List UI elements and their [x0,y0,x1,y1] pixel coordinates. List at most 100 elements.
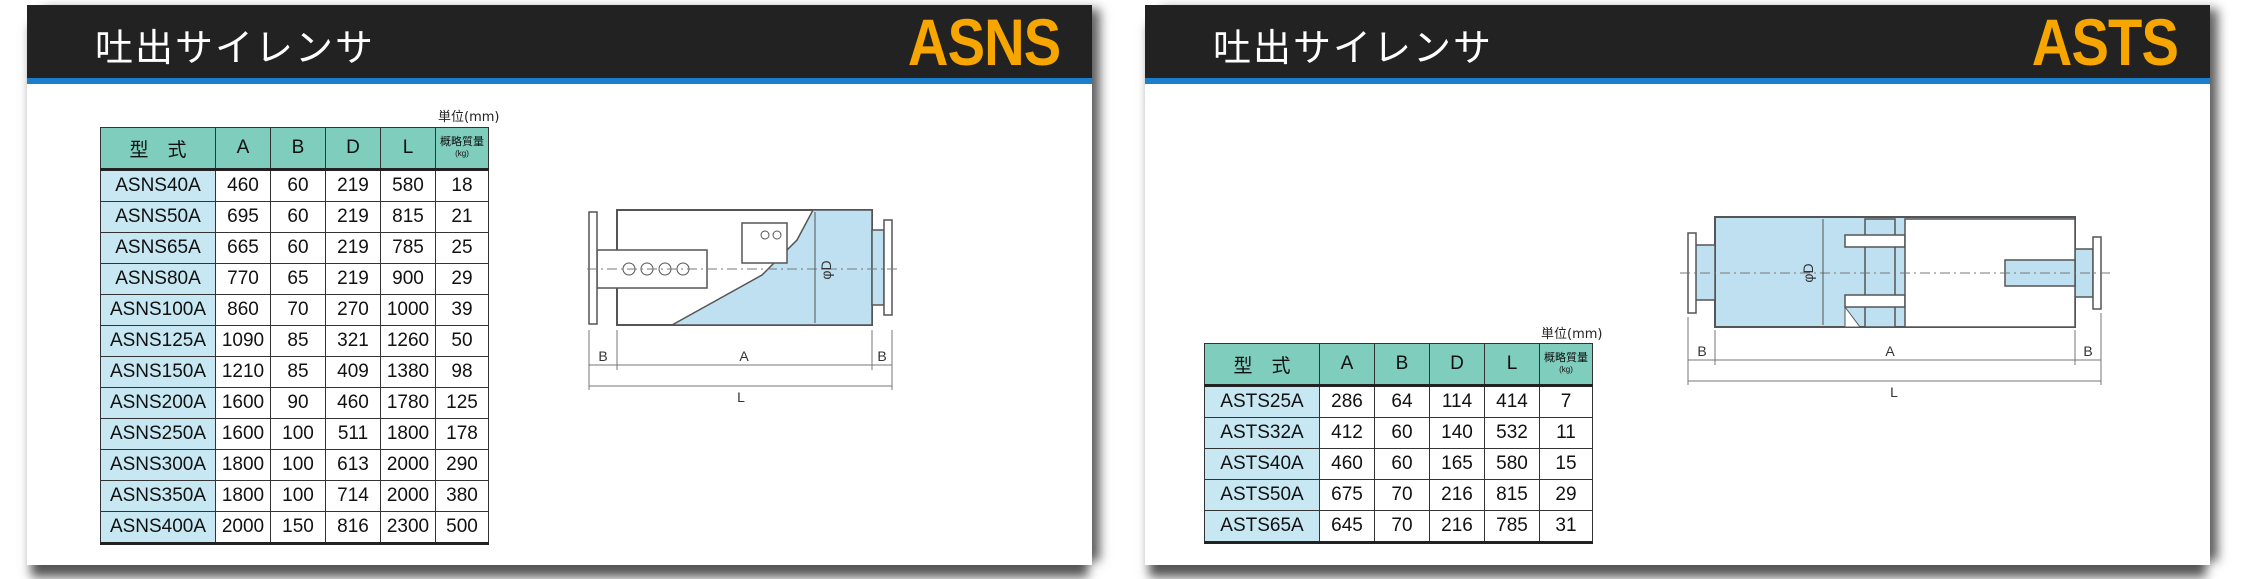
diameter-label: φD [1800,263,1816,282]
dimension-label-b-right: B [2083,343,2092,359]
model-cell: ASTS40A [1204,448,1320,480]
b-cell: 85 [270,356,326,388]
column-header-b: B [270,127,326,170]
mass-cell: 290 [435,449,489,481]
a-cell: 1090 [215,325,271,357]
model-cell: ASTS32A [1204,417,1320,449]
mass-cell: 25 [435,232,489,264]
column-header-model: 型 式 [100,127,216,170]
b-cell: 60 [270,201,326,233]
d-cell: 219 [325,168,381,202]
table-header-row: 型 式 A B D L 概略質量(kg) [1204,343,1593,386]
a-cell: 1210 [215,356,271,388]
l-cell: 2300 [380,511,436,545]
outlet-pipe [871,229,885,306]
l-cell: 532 [1484,417,1540,449]
unit-label: 単位(mm) [438,110,500,125]
model-cell: ASNS80A [100,263,216,295]
mass-cell: 7 [1539,384,1593,418]
d-cell: 216 [1429,510,1485,544]
a-cell: 1800 [215,449,271,481]
catalog-panel-asts: 吐出サイレンサ ASTS 単位(mm) 型 式 A B D L 概略質量(kg)… [1145,5,2210,565]
column-header-mass: 概略質量(kg) [1539,343,1593,386]
l-cell: 414 [1484,384,1540,418]
column-header-l: L [1484,343,1540,386]
d-cell: 165 [1429,448,1485,480]
b-cell: 70 [1374,479,1430,511]
mass-cell: 15 [1539,448,1593,480]
mass-cell: 31 [1539,510,1593,544]
asts-silencer-diagram: φD B A B L [1680,216,2110,400]
b-cell: 60 [270,232,326,264]
l-cell: 1380 [380,356,436,388]
model-cell: ASNS40A [100,168,216,202]
d-cell: 219 [325,263,381,295]
model-cell: ASTS25A [1204,384,1320,418]
b-cell: 150 [270,511,326,545]
mass-cell: 39 [435,294,489,326]
model-cell: ASTS50A [1204,479,1320,511]
l-cell: 815 [380,201,436,233]
l-cell: 2000 [380,449,436,481]
mass-label: 概略質量 [440,136,484,148]
panel-header: 吐出サイレンサ ASTS [1145,5,2210,78]
dimension-label-l: L [737,389,745,405]
d-cell: 216 [1429,479,1485,511]
d-cell: 613 [325,449,381,481]
b-cell: 65 [270,263,326,295]
mass-cell: 178 [435,418,489,450]
panel-title: 吐出サイレンサ [1213,26,1494,70]
b-cell: 64 [1374,384,1430,418]
a-cell: 645 [1319,510,1375,544]
b-cell: 70 [1374,510,1430,544]
mass-cell: 500 [435,511,489,545]
model-series-label: ASTS [2031,5,2179,78]
b-cell: 60 [270,168,326,202]
a-cell: 412 [1319,417,1375,449]
model-cell: ASNS100A [100,294,216,326]
model-series-label: ASNS [907,5,1061,78]
d-cell: 460 [325,387,381,419]
d-cell: 511 [325,418,381,450]
mass-unit: (kg) [455,149,469,158]
accent-line [1145,78,2210,84]
a-cell: 1600 [215,418,271,450]
column-header-mass: 概略質量(kg) [435,127,489,170]
l-cell: 580 [380,168,436,202]
d-cell: 140 [1429,417,1485,449]
l-cell: 2000 [380,480,436,512]
inlet-flange [588,211,598,325]
b-cell: 85 [270,325,326,357]
perforation-hole [760,230,770,240]
a-cell: 665 [215,232,271,264]
d-cell: 321 [325,325,381,357]
diameter-label: φD [818,260,834,279]
model-cell: ASNS400A [100,511,216,545]
mass-cell: 380 [435,480,489,512]
a-cell: 675 [1319,479,1375,511]
mass-unit: (kg) [1559,365,1573,374]
d-cell: 714 [325,480,381,512]
a-cell: 460 [1319,448,1375,480]
mass-label: 概略質量 [1544,352,1588,364]
a-cell: 1800 [215,480,271,512]
dimension-label-l: L [1890,384,1898,400]
model-cell: ASNS65A [100,232,216,264]
